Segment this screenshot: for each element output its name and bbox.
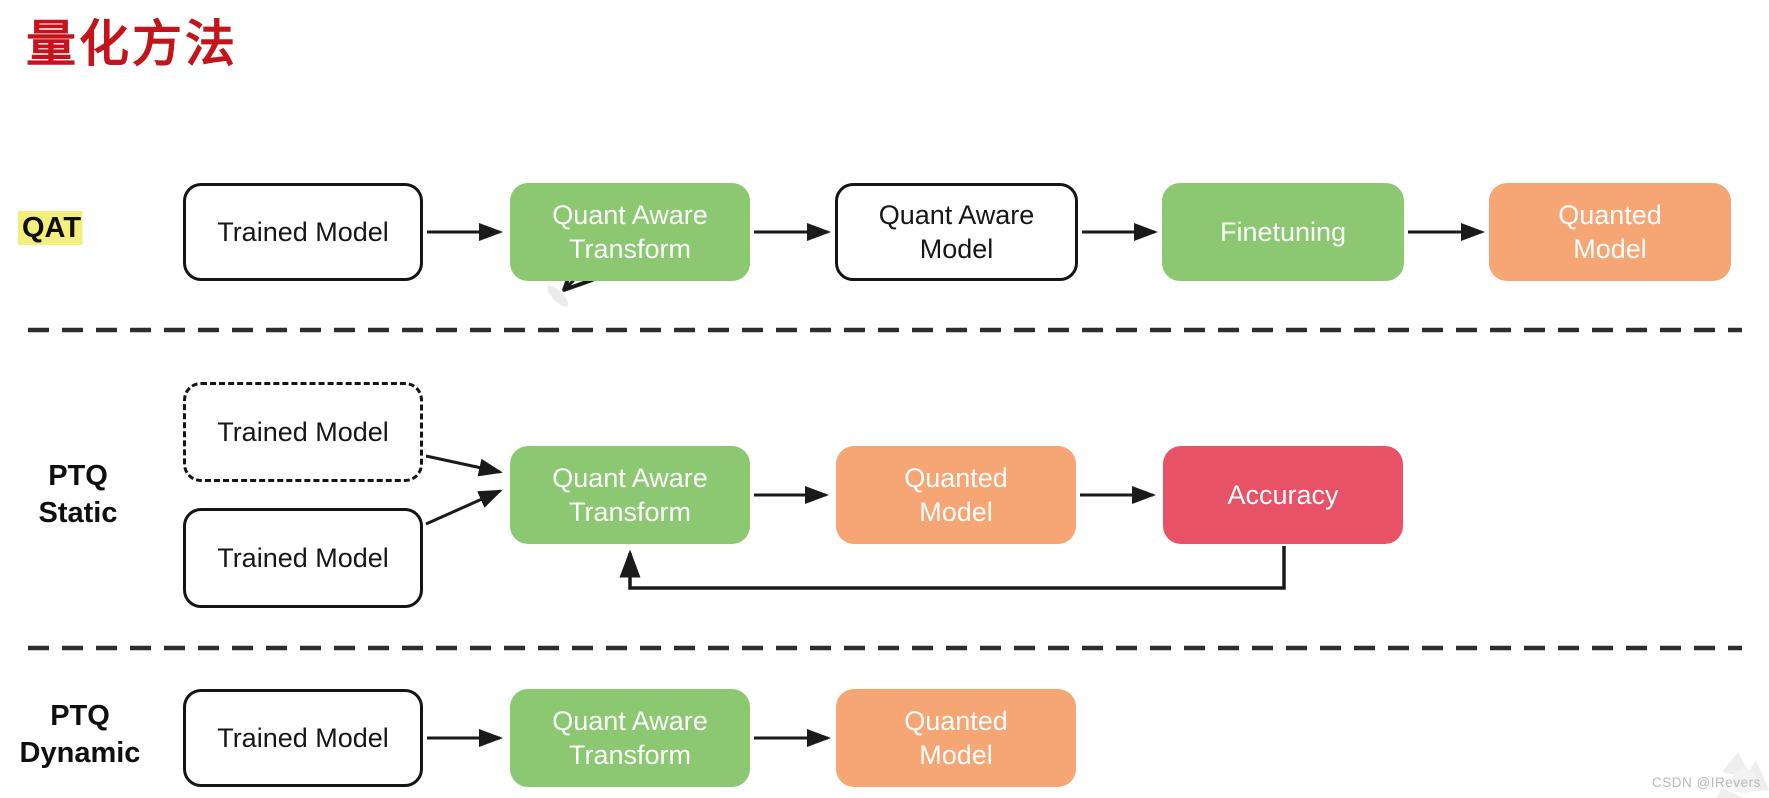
row-label-qat-text: QAT [18,211,94,245]
row-label-line: Static [38,497,118,529]
row-label-ptq-static: PTQ Static [18,458,138,532]
page-title: 量化方法 [26,16,238,72]
box-label: Transform [568,497,691,527]
box-label: Quant Aware [552,463,708,493]
row-label-ptq-dynamic: PTQ Dynamic [5,698,155,772]
qat-quanted-model-box: Quanted Model [1489,183,1731,281]
row-label-line: Dynamic [19,737,141,769]
ptq-static-quant-aware-transform-box: Quant Aware Transform [510,446,750,544]
box-label: Model [919,740,993,770]
watermark-text: CSDN @IRevers [1652,775,1761,790]
box-label: Model [919,497,993,527]
ptq-static-quanted-model-box: Quanted Model [836,446,1076,544]
ptq-dynamic-quant-aware-transform-box: Quant Aware Transform [510,689,750,787]
box-label: Quant Aware [552,706,708,736]
qat-quant-aware-model-box: Quant Aware Model [835,183,1078,281]
arrow-ptqstatic-dashed-to-transform [425,454,503,477]
qat-quant-aware-transform-box: Quant Aware Transform [510,183,750,281]
box-label: Quanted [1558,200,1662,230]
ptq-static-trained-model-dashed-box: Trained Model [183,382,423,482]
qat-trained-model-box: Trained Model [183,183,423,281]
arrow-ptqstatic-trained-to-transform [425,489,503,526]
box-label: Model [1573,234,1647,264]
box-label: Model [919,234,994,264]
box-label: Finetuning [1219,217,1347,247]
row-label-line: PTQ [50,700,110,732]
box-label: Quanted [904,463,1008,493]
box-label: Accuracy [1227,480,1339,510]
box-label: Trained Model [217,217,389,247]
qat-finetuning-box: Finetuning [1162,183,1404,281]
ptq-dynamic-quanted-model-box: Quanted Model [836,689,1076,787]
row-label-line: PTQ [48,460,108,492]
box-label: Trained Model [217,543,389,573]
ptq-static-trained-model-box: Trained Model [183,508,423,608]
arrow-ptqstatic-accuracy-feedback [619,546,1286,590]
box-label: Transform [568,234,691,264]
box-label: Trained Model [217,417,389,447]
ptq-dynamic-trained-model-box: Trained Model [183,689,423,787]
box-label: Quant Aware [878,200,1035,230]
box-label: Quant Aware [552,200,708,230]
box-label: Transform [568,740,691,770]
ptq-static-accuracy-box: Accuracy [1163,446,1403,544]
box-label: Quanted [904,706,1008,736]
box-label: Trained Model [217,723,389,753]
row-label-qat: QAT [18,210,94,247]
